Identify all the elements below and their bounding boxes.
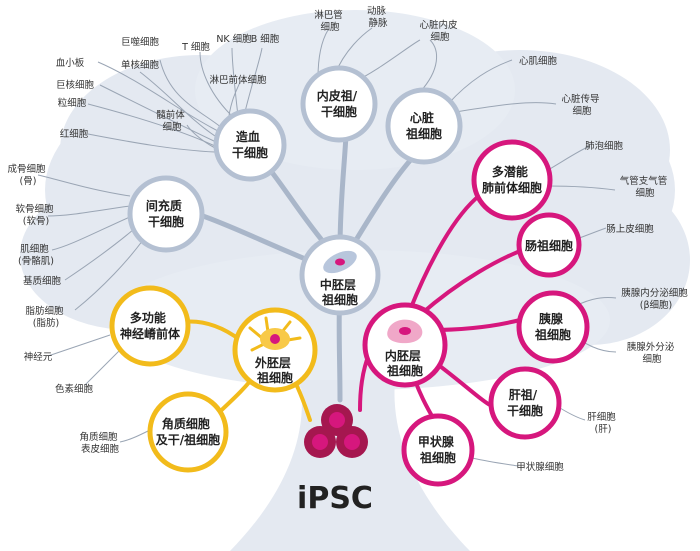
leaf-hepatocyte: 肝细胞 (肝) — [587, 411, 619, 435]
node-intestine: 肠祖细胞 — [516, 212, 582, 278]
node-mesoderm-line1: 中胚层 — [320, 277, 356, 292]
node-ectoderm-line1: 外胚层 — [255, 355, 291, 370]
node-keratinocyte-line1: 角质细胞 — [162, 416, 210, 431]
node-mesenchymal: 间充质 干细胞 — [127, 175, 205, 253]
node-hematopoietic: 造血 干细胞 — [213, 108, 287, 182]
node-ectoderm: 外胚层 祖细胞 — [232, 307, 318, 393]
svg-text:甲状腺 祖细胞: 甲状腺 祖细胞 — [418, 434, 458, 465]
node-pancreas-line1: 胰腺 — [539, 311, 564, 326]
leaf-airway: 气管支气管 细胞 — [620, 175, 671, 199]
node-endoderm-line2: 祖细胞 — [386, 363, 423, 378]
node-endothelial-line1: 内皮祖/ — [317, 88, 358, 103]
node-intestine-line1: 肠祖细胞 — [525, 238, 573, 253]
node-endoderm-line1: 内胚层 — [385, 348, 421, 363]
leaf-t-cell: T 细胞 — [181, 41, 210, 53]
node-endothelial: 内皮祖/ 干细胞 — [300, 65, 378, 143]
leaf-monocyte: 单核细胞 — [121, 59, 160, 71]
svg-text:角质细胞 及干/祖细胞: 角质细胞 及干/祖细胞 — [156, 416, 220, 447]
leaf-thyroid-cell: 甲状腺细胞 — [516, 461, 564, 473]
node-liver: 肝祖/ 干细胞 — [488, 366, 562, 440]
node-ectoderm-line2: 祖细胞 — [256, 370, 293, 385]
node-cardiac-line1: 心脏 — [410, 110, 434, 125]
node-mesoderm-line2: 祖细胞 — [321, 292, 358, 307]
node-neural-crest: 多功能 神经嵴前体 — [109, 285, 191, 367]
leaf-arterial: 动脉 静脉 — [367, 5, 389, 29]
node-mesenchymal-line2: 干细胞 — [148, 214, 184, 229]
svg-text:内皮祖/ 干细胞: 内皮祖/ 干细胞 — [317, 88, 362, 119]
leaf-erythroblast: 巨核细胞 — [56, 79, 95, 91]
leaf-endocrine: 胰腺内分泌细胞 (β细胞) — [621, 287, 691, 311]
node-thyroid-line2: 祖细胞 — [419, 450, 456, 465]
leaf-stromal: 基质细胞 — [23, 275, 62, 287]
node-mesoderm: 中胚层 祖细胞 — [299, 234, 381, 316]
node-endothelial-line2: 干细胞 — [321, 104, 357, 119]
ipsc-cell-cluster-icon — [304, 404, 368, 458]
node-pancreas-line2: 祖细胞 — [534, 327, 571, 342]
svg-text:内胚层 祖细胞: 内胚层 祖细胞 — [385, 348, 425, 378]
svg-text:肝祖/ 干细胞: 肝祖/ 干细胞 — [507, 387, 543, 418]
node-liver-line1: 肝祖/ — [509, 387, 538, 402]
node-keratinocyte: 角质细胞 及干/祖细胞 — [147, 391, 229, 473]
node-liver-line2: 干细胞 — [507, 403, 543, 418]
svg-text:心脏 祖细胞: 心脏 祖细胞 — [405, 110, 442, 141]
leaf-endocardial: 心脏内皮 细胞 — [419, 19, 460, 43]
svg-text:外胚层 祖细胞: 外胚层 祖细胞 — [255, 355, 295, 385]
leaf-myeloid-precursor: 髓前体 细胞 — [156, 109, 188, 133]
leaf-adipocyte: 脂肪细胞 (脂肪) — [25, 305, 66, 329]
leaf-alveolar: 肺泡细胞 — [585, 140, 624, 152]
svg-text:肠祖细胞: 肠祖细胞 — [525, 238, 573, 253]
leaf-lymphatic: 淋巴管 细胞 — [314, 9, 346, 33]
node-cardiac: 心脏 祖细胞 — [385, 87, 463, 165]
leaf-b-cell: B 细胞 — [251, 33, 280, 45]
svg-text:造血 干细胞: 造血 干细胞 — [232, 129, 268, 160]
leaf-exocrine: 胰腺外分泌 细胞 — [627, 341, 678, 365]
leaf-intestinal-epithelium: 肠上皮细胞 — [606, 223, 654, 235]
node-hematopoietic-line1: 造血 — [236, 129, 260, 144]
leaf-osteoblast: 成骨细胞 (骨) — [7, 163, 48, 187]
svg-text:多功能 神经嵴前体: 多功能 神经嵴前体 — [120, 310, 181, 341]
leaf-megakaryocyte: 巨噬细胞 — [121, 36, 160, 48]
diagram-title: iPSC — [297, 481, 373, 516]
leaf-chondrocyte: 软骨细胞 (软骨) — [15, 203, 56, 227]
node-pancreas: 胰腺 祖细胞 — [516, 290, 590, 364]
node-thyroid: 甲状腺 祖细胞 — [401, 413, 475, 487]
leaf-melanocyte: 色素细胞 — [55, 383, 94, 395]
node-mesenchymal-line1: 间充质 — [146, 198, 182, 213]
node-hematopoietic-line2: 干细胞 — [232, 145, 268, 160]
leaf-nk-cell: NK 细胞 — [216, 33, 252, 45]
node-endoderm: 内胚层 祖细胞 — [362, 302, 448, 388]
node-cardiac-line2: 祖细胞 — [405, 126, 442, 141]
node-lung-line1: 多潜能 — [492, 164, 528, 179]
leaf-neuron: 神经元 — [24, 351, 53, 363]
node-neural-crest-line2: 神经嵴前体 — [120, 326, 181, 341]
svg-text:胰腺 祖细胞: 胰腺 祖细胞 — [534, 311, 571, 342]
ectoderm-cell-icon — [248, 316, 302, 352]
svg-text:中胚层 祖细胞: 中胚层 祖细胞 — [320, 277, 360, 307]
node-thyroid-line1: 甲状腺 — [418, 434, 455, 449]
leaf-labels: 巨噬细胞 血小板 单核细胞 巨核细胞 粒细胞 髓前体 细胞 红细胞 T 细胞 N… — [7, 5, 691, 473]
leaf-myocyte: 肌细胞 (骨骼肌) — [18, 243, 54, 267]
leaf-keratinocyte-cell: 角质细胞 表皮细胞 — [79, 431, 120, 455]
node-neural-crest-line1: 多功能 — [130, 310, 166, 325]
leaf-granulocyte: 粒细胞 — [58, 97, 87, 109]
node-keratinocyte-line2: 及干/祖细胞 — [156, 432, 220, 447]
leaf-red-cell: 红细胞 — [60, 128, 89, 140]
leaf-platelet: 血小板 — [56, 57, 85, 69]
leaf-conduction: 心脏传导 细胞 — [561, 93, 602, 117]
svg-text:多潜能 肺前体细胞: 多潜能 肺前体细胞 — [482, 164, 542, 195]
leaf-lymphoid-precursor: 淋巴前体细胞 — [209, 74, 267, 86]
svg-text:间充质 干细胞: 间充质 干细胞 — [146, 198, 186, 229]
node-lung-line2: 肺前体细胞 — [482, 180, 542, 195]
leaf-cardiomyocyte: 心肌细胞 — [519, 55, 558, 67]
node-lung: 多潜能 肺前体细胞 — [471, 139, 553, 221]
